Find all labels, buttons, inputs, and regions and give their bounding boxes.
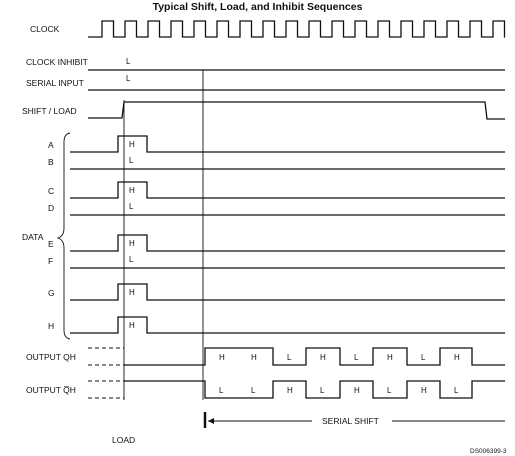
output-state-marks: H H L H L H L H L L H L H L H L [219, 353, 460, 395]
output-qbar-state-4: L [320, 386, 325, 395]
data-input-b-state: L [129, 156, 134, 165]
data-input-a-waveform [70, 135, 505, 153]
data-brace [56, 132, 71, 340]
output-q-state-3: L [287, 353, 292, 362]
clock-label: CLOCK [30, 24, 60, 34]
data-input-a-label: A [48, 140, 54, 150]
output-q-state-5: L [354, 353, 359, 362]
data-input-h-state: H [129, 321, 135, 330]
data-input-d-label: D [48, 203, 54, 213]
output-qbar-state-2: L [251, 386, 256, 395]
data-input-g-state: H [129, 288, 135, 297]
output-q-state-4: H [320, 353, 326, 362]
clock-waveform [88, 20, 506, 38]
data-input-c-state: H [129, 186, 135, 195]
data-input-g-label: G [48, 288, 55, 298]
output-q-state-2: H [251, 353, 257, 362]
output-qbar-state-3: H [287, 386, 293, 395]
data-input-d-state: L [129, 202, 134, 211]
output-q-waveform [124, 347, 505, 366]
serial-input-state: L [126, 74, 131, 83]
data-input-h-waveform [70, 316, 505, 334]
output-qbar-state-7: H [421, 386, 427, 395]
data-input-g-waveform [70, 283, 505, 301]
document-id: DS006399-3 [470, 448, 507, 455]
serial-shift-label: SERIAL SHIFT [322, 416, 379, 426]
diagram-title: Typical Shift, Load, and Inhibit Sequenc… [152, 1, 363, 13]
output-q-label: OUTPUT QH [26, 352, 76, 362]
data-group-label: DATA [22, 232, 44, 242]
load-label: LOAD [112, 435, 135, 445]
data-waveforms: A H B L C H D L E H F L G H H H [48, 135, 505, 334]
output-q-state-1: H [219, 353, 225, 362]
shift-load-label: SHIFT / LOAD [22, 106, 77, 116]
output-q-state-8: H [454, 353, 460, 362]
data-input-b-label: B [48, 157, 54, 167]
data-input-e-state: H [129, 239, 135, 248]
data-input-h-label: H [48, 321, 54, 331]
output-qbar-state-1: L [219, 386, 224, 395]
output-q-state-7: L [421, 353, 426, 362]
data-input-f-state: L [129, 255, 134, 264]
shift-load-waveform [88, 101, 505, 120]
data-input-c-label: C [48, 186, 54, 196]
output-qbar-state-6: L [387, 386, 392, 395]
output-qbar-label: OUTPUT Q̅H [26, 385, 76, 395]
serial-input-label: SERIAL INPUT [26, 78, 84, 88]
data-input-e-waveform [70, 234, 505, 252]
output-q-state-6: H [387, 353, 393, 362]
data-input-e-label: E [48, 239, 54, 249]
data-input-c-waveform [70, 181, 505, 199]
data-input-f-label: F [48, 256, 53, 266]
output-qbar-waveform [124, 380, 505, 399]
clock-inhibit-label: CLOCK INHIBIT [26, 57, 88, 67]
serial-shift-arrowhead [208, 418, 214, 424]
output-qbar-state-5: H [354, 386, 360, 395]
output-qbar-state-8: L [454, 386, 459, 395]
data-input-a-state: H [129, 140, 135, 149]
clock-inhibit-state: L [126, 57, 131, 66]
